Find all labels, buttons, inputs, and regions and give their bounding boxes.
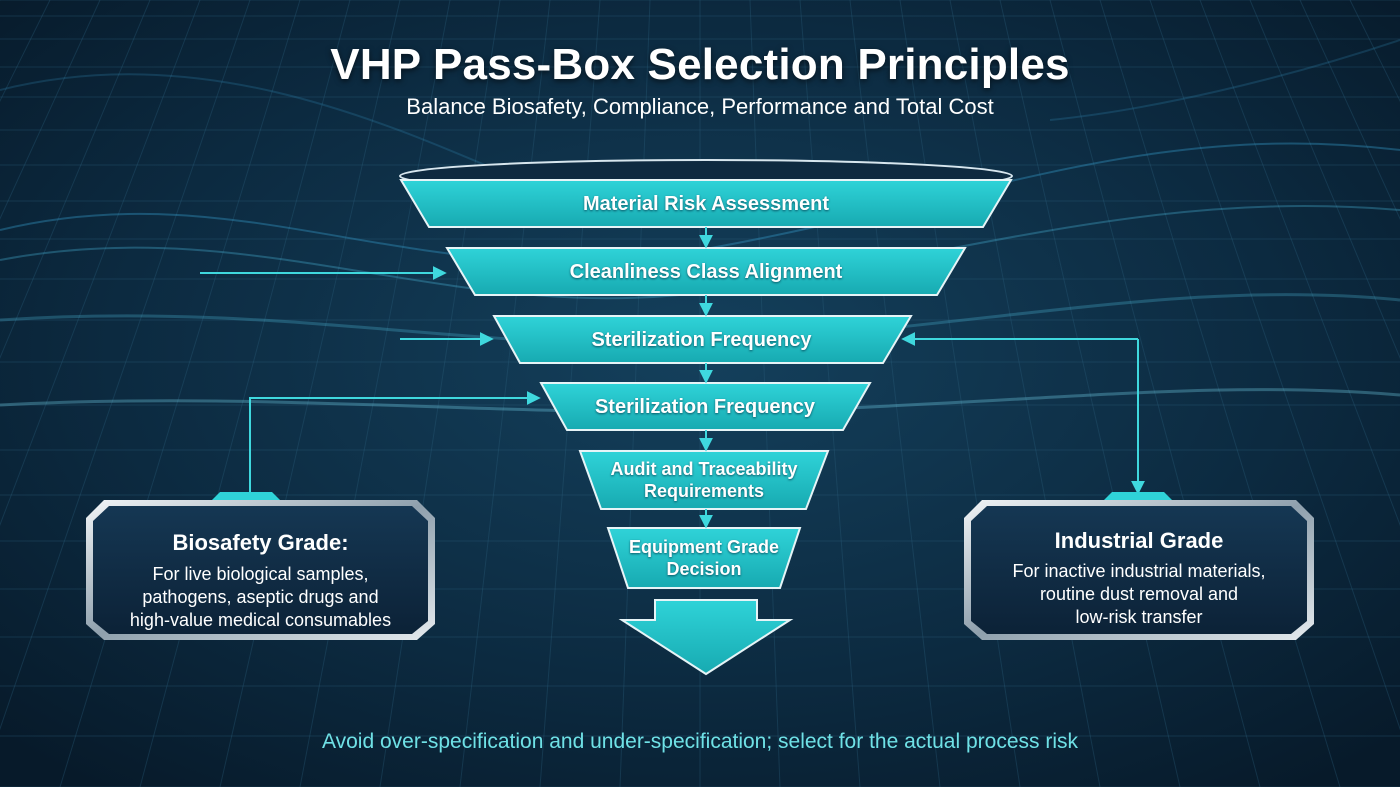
- left-card-line: high-value medical consumables: [129, 610, 392, 630]
- grid-line: [0, 0, 201, 527]
- stage-label-equipment: Equipment Grade Decision: [618, 528, 790, 588]
- funnel: [399, 179, 1013, 676]
- grid-line: [1249, 0, 1400, 360]
- grid-line: [139, 0, 351, 787]
- grid-line: [1199, 0, 1400, 527]
- funnel-stage-4: [539, 382, 872, 431]
- stage-label-line: Sterilization Frequency: [594, 395, 816, 418]
- left-card-line: pathogens, aseptic drugs and: [142, 587, 379, 607]
- stage-label-line: Sterilization Frequency: [591, 328, 812, 351]
- grid-line: [0, 0, 251, 731]
- funnel-stage-2: [445, 247, 967, 296]
- stage-label-cleanliness: Cleanliness Class Alignment: [475, 248, 937, 295]
- page-subtitle: Balance Biosafety, Compliance, Performan…: [406, 94, 994, 119]
- left-card-arrow: [249, 391, 541, 492]
- grid-line: [949, 0, 1101, 787]
- grid-line: [0, 0, 151, 360]
- grid-line: [999, 0, 1181, 787]
- right-card-line: low-risk transfer: [1075, 607, 1203, 627]
- page-title: VHP Pass-Box Selection Principles: [330, 40, 1070, 89]
- grid-line: [299, 0, 451, 787]
- right-card-title: Industrial Grade: [1054, 528, 1224, 553]
- left-card-line: For live biological samples,: [152, 564, 369, 584]
- grid-line: [0, 0, 101, 220]
- right-card-description: For inactive industrial materials, routi…: [971, 560, 1307, 629]
- side-arrows: [200, 266, 1145, 495]
- funnel-stage-3: [492, 315, 913, 364]
- stage-label-sterilization-2: Sterilization Frequency: [567, 383, 843, 430]
- stage-label-sterilization-1: Sterilization Frequency: [520, 316, 883, 363]
- right-card-tab: [1104, 492, 1172, 500]
- left-card: [86, 492, 435, 640]
- stage-label-line: Decision: [666, 559, 742, 579]
- stage-label-line: Cleanliness Class Alignment: [569, 260, 843, 283]
- grid-line: [459, 0, 551, 787]
- stage-label-material-risk: Material Risk Assessment: [429, 180, 983, 227]
- grid-line: [1049, 0, 1261, 787]
- stage-label-line: Material Risk Assessment: [582, 192, 830, 215]
- footer-note: Avoid over-specification and under-speci…: [322, 730, 1078, 753]
- left-card-description: For live biological samples, pathogens, …: [93, 563, 428, 632]
- grid-line: [849, 0, 941, 787]
- funnel-stage-5: [578, 450, 830, 510]
- stage-label-line: Audit and Traceability: [610, 459, 798, 479]
- funnel-stage-1: [399, 179, 1013, 228]
- stage-label-line: Requirements: [643, 481, 765, 501]
- left-card-title: Biosafety Grade:: [172, 530, 349, 555]
- stage-label-audit: Audit and Traceability Requirements: [596, 451, 812, 509]
- grid-line: [219, 0, 401, 787]
- grid-line: [899, 0, 1021, 787]
- left-card-tab: [212, 492, 280, 500]
- grid-line: [1099, 0, 1341, 787]
- grid-line: [379, 0, 501, 787]
- grid-line: [1149, 0, 1400, 731]
- funnel-output-arrow: [618, 599, 794, 676]
- funnel-stage-6: [606, 527, 802, 589]
- grid-line: [59, 0, 301, 787]
- right-card-line: For inactive industrial materials,: [1012, 561, 1266, 581]
- right-card: [964, 492, 1314, 640]
- grid-line: [1299, 0, 1400, 220]
- stage-label-line: Equipment Grade: [628, 537, 780, 557]
- right-card-line: routine dust removal and: [1039, 584, 1239, 604]
